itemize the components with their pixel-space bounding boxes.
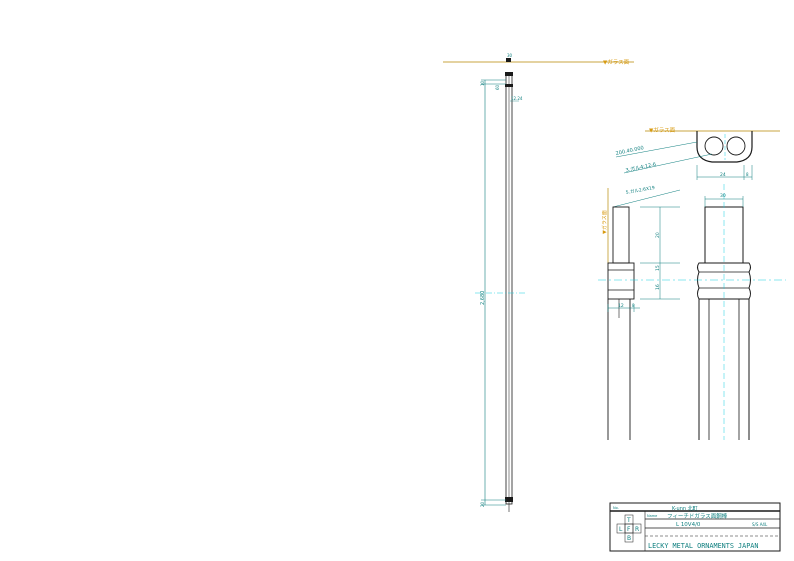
part-code-2: 3.ガル4:12-6 [625, 161, 657, 174]
section-detail: ▼ガラス面 200.40.000 3.ガル4:12-6 24 8 [615, 126, 780, 180]
dim-width-24: 24 [720, 172, 726, 178]
dim-top-gap: 12.24 [511, 96, 523, 101]
dim-width-12: 12 [618, 303, 624, 309]
title-block: T L F R B No. K-unn 北町 Name フィーチドガラス面鋼棒 … [609, 502, 781, 552]
title-row3-scale: S/S A4L [752, 522, 768, 527]
bolt-body [612, 206, 630, 264]
rod-section-right [726, 136, 746, 156]
title-row2-label: Name [647, 514, 657, 518]
title-cell-t: T [626, 517, 631, 524]
dim-top-mid: 60 [495, 84, 500, 90]
title-row3-value: L 10V4/0 [676, 522, 701, 528]
rod-top-cap [506, 58, 511, 62]
rod-upper-joint [505, 72, 513, 76]
dim-top-small: 10 [480, 80, 485, 86]
dim-height-20: 20 [655, 232, 661, 238]
title-row1-value: K-unn 北町 [672, 505, 698, 512]
rod-section-left [704, 136, 724, 156]
rod-lower-joint [505, 497, 513, 502]
title-company: LECKY METAL ORNAMENTS JAPAN [648, 542, 759, 550]
glass-surface-label-3: ▼ガラス面 [601, 210, 608, 234]
clamp-housing [696, 131, 753, 163]
title-row1-label: No. [613, 506, 619, 510]
rod-elevation: ▼ガラス面 30 2,680 10 20 60 12.24 [443, 53, 634, 512]
title-cell-f: F [627, 526, 631, 533]
glass-surface-label-2: ▼ガラス面 [649, 126, 676, 134]
dim-total-height: 2,680 [480, 291, 486, 305]
dim-top-cap: 30 [507, 53, 513, 58]
bolt-ring [607, 262, 635, 300]
dim-width-8b: 8 [632, 303, 635, 308]
title-cell-r: R [635, 526, 639, 533]
title-cell-b: B [627, 535, 631, 542]
part-code-1: 200.40.000 [615, 145, 644, 157]
dim-width-30: 30 [720, 193, 726, 199]
title-cell-l: L [619, 526, 623, 533]
title-row2-value: フィーチドガラス面鋼棒 [667, 512, 728, 520]
part-code-3: 5.ガル2:6X19 [625, 184, 655, 196]
dim-height-16: 16 [655, 284, 661, 290]
connection-detail: ▼ガラス面 5.ガル2:6X19 20 15 16 30 [598, 184, 786, 440]
glass-surface-label: ▼ガラス面 [603, 58, 630, 66]
dim-height-15: 15 [655, 265, 661, 271]
dim-bottom-small: 20 [480, 501, 485, 507]
dim-width-8: 8 [746, 172, 749, 177]
